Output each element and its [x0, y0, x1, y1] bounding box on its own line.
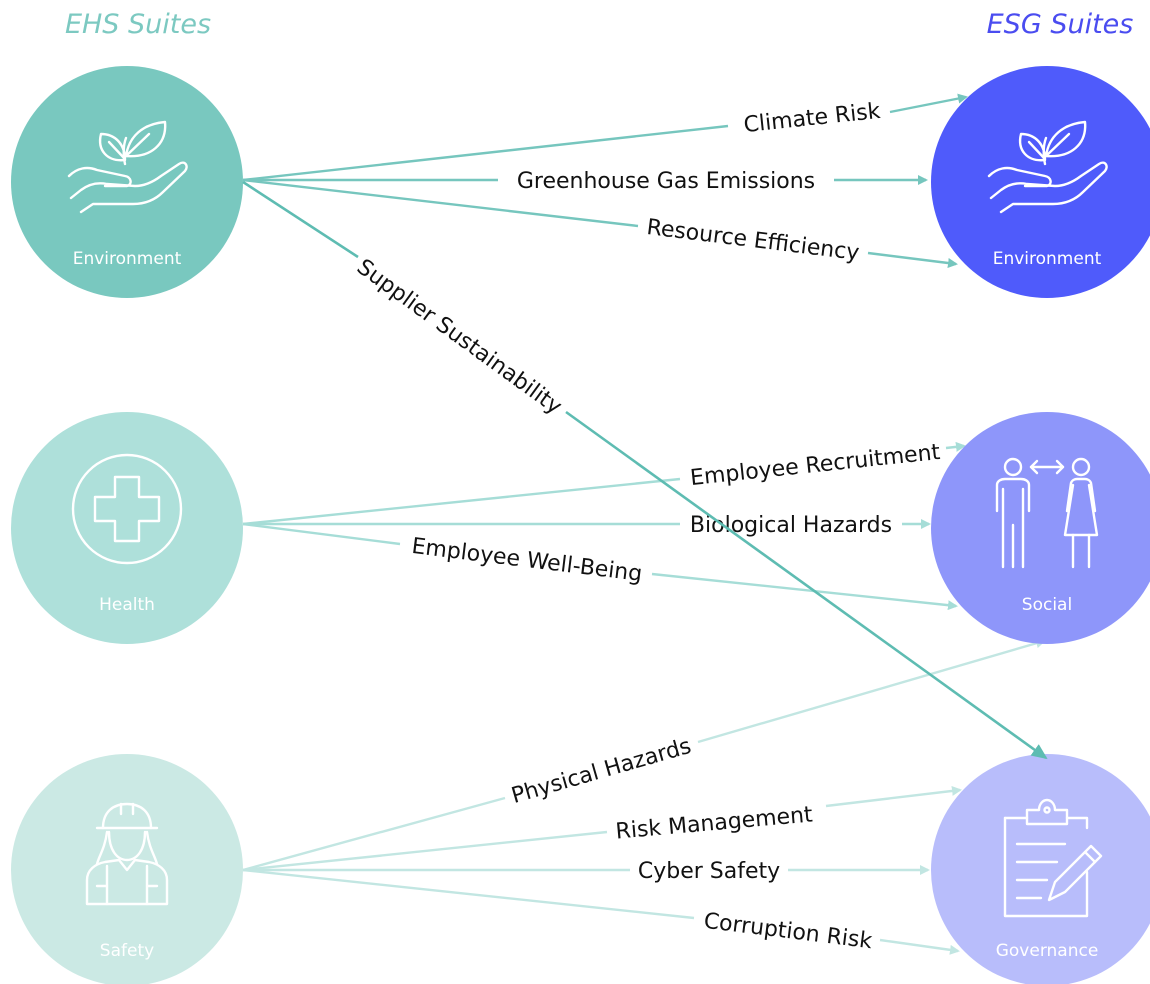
esg-node-environment: Environment [931, 66, 1150, 298]
people-exchange-icon [995, 457, 1099, 569]
worker-with-hardhat-icon [85, 802, 169, 906]
esg-node-label-governance: Governance [996, 941, 1099, 961]
edge-climate-risk: Climate Risk [242, 93, 968, 182]
plant-in-hand-icon [67, 120, 188, 214]
edge-greenhouse-gas-emissions: Greenhouse Gas Emissions [243, 169, 928, 194]
edge-label-physical-hazards: Physical Hazards [509, 734, 694, 809]
esg-node-social: Social [931, 412, 1150, 644]
edges: Climate Risk Greenhouse Gas Emissions Re… [242, 93, 1046, 955]
esg-suites-title: ESG Suites [987, 9, 1134, 40]
esg-node-governance: Governance [931, 754, 1150, 984]
edge-employee-recruitment: Employee Recruitment [242, 440, 966, 526]
ehs-node-label-safety: Safety [100, 941, 154, 961]
edge-label-resource-efficiency: Resource Efficiency [645, 215, 860, 266]
edge-supplier-sustainability: Supplier Sustainability [242, 180, 1048, 760]
ehs-node-label-environment: Environment [73, 249, 182, 269]
edge-label-corruption-risk: Corruption Risk [702, 909, 873, 954]
edge-corruption-risk: Corruption Risk [242, 868, 960, 955]
ehs-node-safety: Safety [11, 754, 243, 984]
edge-label-cyber-safety: Cyber Safety [638, 859, 780, 884]
esg-node-label-environment: Environment [993, 249, 1102, 269]
edge-label-greenhouse-gas-emissions: Greenhouse Gas Emissions [517, 169, 815, 194]
edge-biological-hazards: Biological Hazards [243, 513, 931, 538]
clipboard-pen-icon [1003, 798, 1103, 918]
medical-cross-icon [71, 453, 183, 565]
edge-label-climate-risk: Climate Risk [742, 99, 881, 138]
edge-label-biological-hazards: Biological Hazards [690, 513, 892, 538]
ehs-node-label-health: Health [99, 595, 155, 615]
ehs-suites-title: EHS Suites [65, 9, 211, 40]
ehs-node-environment: Environment [11, 66, 243, 298]
plant-in-hand-icon [987, 120, 1108, 214]
edge-risk-management: Risk Management [242, 785, 962, 872]
edge-cyber-safety: Cyber Safety [243, 859, 930, 884]
edge-label-supplier-sustainability: Supplier Sustainability [352, 255, 566, 420]
edge-label-employee-well-being: Employee Well-Being [410, 534, 643, 587]
esg-node-label-social: Social [1022, 595, 1072, 615]
ehs-node-health: Health [11, 412, 243, 644]
edge-label-employee-recruitment: Employee Recruitment [689, 440, 942, 491]
edge-label-risk-management: Risk Management [615, 802, 814, 844]
